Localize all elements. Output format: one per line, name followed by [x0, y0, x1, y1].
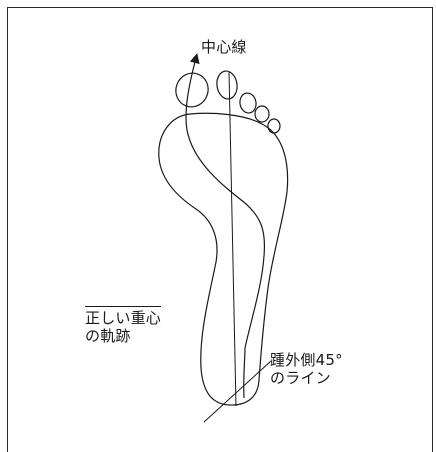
- center-line-label: 中心線: [201, 38, 247, 56]
- heel-line-label-line2: のライン: [270, 369, 331, 387]
- fifth-toe: [267, 118, 281, 134]
- center-line: [228, 71, 237, 407]
- heel-line-label: 踵外側45° のライン: [270, 351, 343, 387]
- trajectory-label-line1: 正しい重心: [85, 306, 162, 327]
- fourth-toe: [254, 105, 270, 123]
- foot-outline: [158, 112, 289, 406]
- trajectory-label: 正しい重心 の軌跡: [85, 306, 162, 345]
- gravity-trajectory: [185, 53, 266, 399]
- trajectory-label-line2: の軌跡: [85, 327, 131, 345]
- heel-line-label-line1: 踵外側45°: [270, 351, 343, 369]
- third-toe: [239, 92, 257, 114]
- second-toe: [216, 70, 238, 100]
- heel-45-line: [203, 360, 272, 423]
- figure-frame: [7, 7, 433, 452]
